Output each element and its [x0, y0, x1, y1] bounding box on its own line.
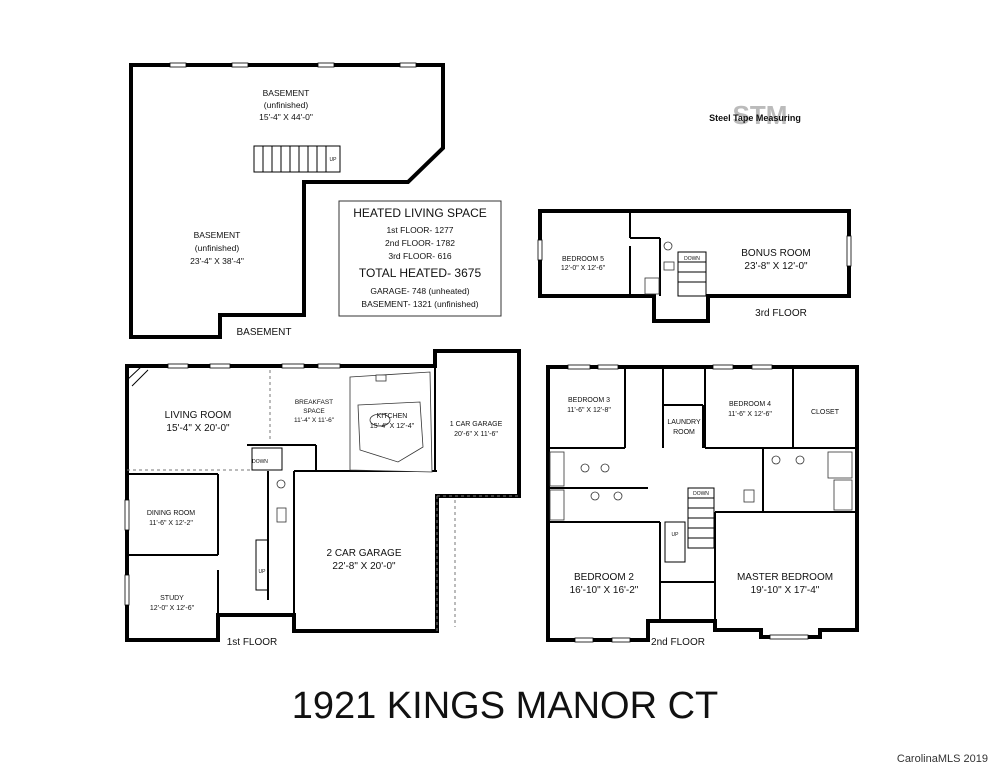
second-floor-plan: DOWN UP BEDROOM 3 11'-6" X 12'-8" LAUNDR…: [546, 364, 859, 648]
one-car-garage-size: 20'-6" X 11'-6": [454, 431, 498, 438]
master-bedroom-size: 19'-10" X 17'-4": [751, 585, 820, 596]
property-address-title: 1921 KINGS MANOR CT: [292, 685, 719, 727]
third-floor-label: 3rd FLOOR: [755, 308, 807, 319]
basement-floor-label: BASEMENT: [236, 327, 291, 338]
bedroom5-size: 12'-0" X 12'-6": [561, 265, 606, 272]
bedroom2-name: BEDROOM 2: [574, 572, 634, 583]
basement-stair-label: UP: [330, 157, 338, 163]
bedroom3-size: 11'-6" X 12'-8": [567, 407, 611, 414]
summary-line-2: 2nd FLOOR- 1782: [385, 238, 455, 248]
basement-stair: UP: [253, 145, 341, 173]
bedroom4-size: 11'-6" X 12'-6": [728, 411, 772, 418]
second-floor-label: 2nd FLOOR: [651, 637, 705, 648]
summary-total: TOTAL HEATED- 3675: [359, 266, 482, 280]
summary-extra-2: BASEMENT- 1321 (unfinished): [361, 299, 478, 309]
first-floor-stair-down: DOWN: [252, 459, 268, 465]
bonus-room-size: 23'-8" X 12'-0": [744, 261, 808, 272]
master-bedroom-name: MASTER BEDROOM: [737, 572, 833, 583]
living-room-size: 15'-4" X 20'-0": [166, 423, 230, 434]
bedroom4-name: BEDROOM 4: [729, 401, 771, 408]
closet-name: CLOSET: [811, 409, 840, 416]
second-floor-stair-down: DOWN: [693, 491, 709, 497]
basement-room-1-name: BASEMENT: [263, 88, 310, 98]
first-floor-stair-up: UP: [259, 569, 267, 575]
logo-mark: STM: [733, 100, 788, 130]
summary-heading: HEATED LIVING SPACE: [353, 206, 487, 220]
kitchen-name: KITCHEN: [377, 413, 408, 420]
mls-watermark: CarolinaMLS 2019: [897, 753, 988, 765]
steel-tape-logo: STM Steel Tape Measuring: [709, 100, 801, 130]
two-car-garage-name: 2 CAR GARAGE: [326, 548, 401, 559]
summary-line-1: 1st FLOOR- 1277: [386, 225, 453, 235]
breakfast-name: BREAKFAST: [295, 399, 333, 406]
bonus-room-name: BONUS ROOM: [741, 248, 810, 259]
summary-line-3: 3rd FLOOR- 616: [388, 251, 452, 261]
basement-room-1-note: (unfinished): [264, 100, 309, 110]
dining-room-name: DINING ROOM: [147, 510, 195, 517]
one-car-garage-name: 1 CAR GARAGE: [450, 421, 503, 428]
laundry-name-2: ROOM: [673, 429, 695, 436]
summary-extra-1: GARAGE- 748 (unheated): [370, 286, 469, 296]
basement-room-2-size: 23'-4" X 38'-4": [190, 256, 244, 266]
second-floor-stair-up: UP: [672, 532, 680, 538]
basement-room-1-size: 15'-4" X 44'-0": [259, 112, 313, 122]
two-car-garage-size: 22'-8" X 20'-0": [332, 561, 396, 572]
bedroom3-name: BEDROOM 3: [568, 397, 610, 404]
kitchen-size: 15'-4" X 12'-4": [370, 423, 415, 430]
study-size: 12'-0" X 12'-6": [150, 605, 195, 612]
first-floor-label: 1st FLOOR: [227, 637, 278, 648]
study-name: STUDY: [160, 595, 184, 602]
dining-room-size: 11'-6" X 12'-2": [149, 520, 193, 527]
heated-space-summary: HEATED LIVING SPACE 1st FLOOR- 1277 2nd …: [338, 200, 502, 317]
basement-room-2-note: (unfinished): [195, 243, 240, 253]
living-room-name: LIVING ROOM: [165, 410, 232, 421]
breakfast-size: 11'-4" X 11'-6": [294, 417, 335, 424]
breakfast-name-2: SPACE: [303, 408, 325, 415]
third-floor-stair-label: DOWN: [684, 256, 700, 262]
third-floor-plan: DOWN BEDROOM 5 12'-0" X 12'-6" BONUS ROO…: [537, 209, 852, 323]
laundry-name: LAUNDRY: [667, 419, 701, 426]
basement-room-2-name: BASEMENT: [194, 230, 241, 240]
bedroom5-name: BEDROOM 5: [562, 256, 604, 263]
basement-plan: UP BASEMENT (unfinished) 15'-4" X 44'-0"…: [129, 62, 445, 339]
bedroom2-size: 16'-10" X 16'-2": [570, 585, 639, 596]
first-floor-plan: DOWN UP LIVING ROOM 15'-4" X 20'-0" BREA…: [124, 349, 521, 648]
logo-text: Steel Tape Measuring: [709, 113, 801, 123]
